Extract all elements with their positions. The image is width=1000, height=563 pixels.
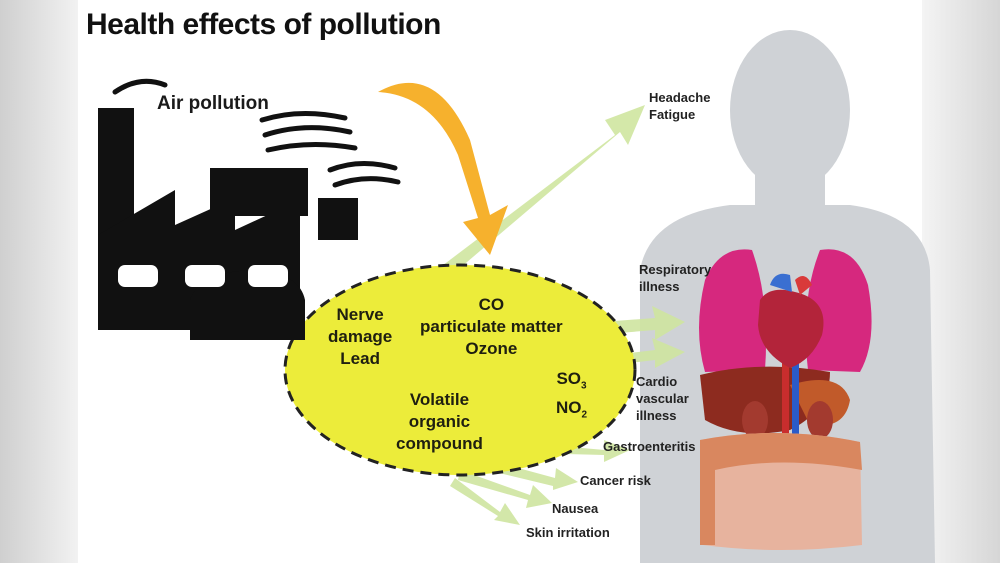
aorta	[782, 360, 789, 445]
factory-windows	[118, 265, 288, 287]
smoke-icon	[112, 78, 401, 188]
illness-text: illness	[639, 279, 680, 294]
kidney-left	[742, 401, 768, 439]
organic-text: organic	[408, 412, 471, 431]
nerve-damage-label: Nerve damage Lead	[328, 304, 392, 370]
skin-irritation-label: Skin irritation	[526, 525, 610, 540]
respiratory-label: Respiratory illness	[639, 261, 711, 295]
cardio-label: Cardio vascular illness	[636, 373, 689, 424]
ozone-text: Ozone	[465, 339, 518, 358]
pollutant-ellipse	[283, 263, 637, 477]
kidney-right	[807, 401, 833, 439]
lead-text: Lead	[340, 349, 380, 368]
so3-text: SO3	[556, 369, 587, 392]
damage-text: damage	[328, 327, 393, 346]
cardio-text: Cardio	[636, 374, 678, 389]
voc-label: Volatile organic compound	[396, 389, 483, 455]
vena-cava	[792, 360, 799, 445]
gastroenteritis-label: Gastroenteritis	[603, 439, 696, 454]
left-lung	[699, 249, 767, 372]
arrow-to-nausea	[458, 470, 552, 508]
heart	[758, 273, 824, 368]
left-blur-border	[0, 0, 78, 563]
co-text: CO	[478, 295, 505, 314]
compound-text: compound	[396, 434, 483, 453]
volatile-text: Volatile	[409, 390, 470, 409]
factory-icon	[98, 108, 358, 340]
right-lung	[805, 249, 872, 372]
gas-label: CO particulate matter Ozone	[420, 294, 563, 360]
arrow-to-skin	[450, 478, 520, 525]
nausea-label: Nausea	[552, 501, 599, 516]
nerve-text: Nerve	[336, 305, 384, 324]
colon	[700, 432, 862, 545]
no2-text: NO2	[556, 398, 588, 421]
headache-text: Headache	[649, 90, 711, 105]
vascular-text: vascular	[636, 391, 689, 406]
cardio-illness-text: illness	[636, 408, 677, 423]
right-blur-border	[922, 0, 1000, 563]
fatigue-text: Fatigue	[649, 107, 696, 122]
organs	[699, 249, 872, 550]
page-title: Health effects of pollution	[86, 8, 441, 41]
sox-nox-label: SO3 NO2	[556, 368, 587, 427]
headache-fatigue-label: Headache Fatigue	[649, 89, 710, 123]
respiratory-text: Respiratory	[639, 262, 712, 277]
air-pollution-label: Air pollution	[157, 93, 269, 114]
cancer-risk-label: Cancer risk	[580, 473, 651, 488]
particulate-text: particulate matter	[420, 317, 563, 336]
arrow-pollution-to-ellipse	[378, 82, 508, 255]
